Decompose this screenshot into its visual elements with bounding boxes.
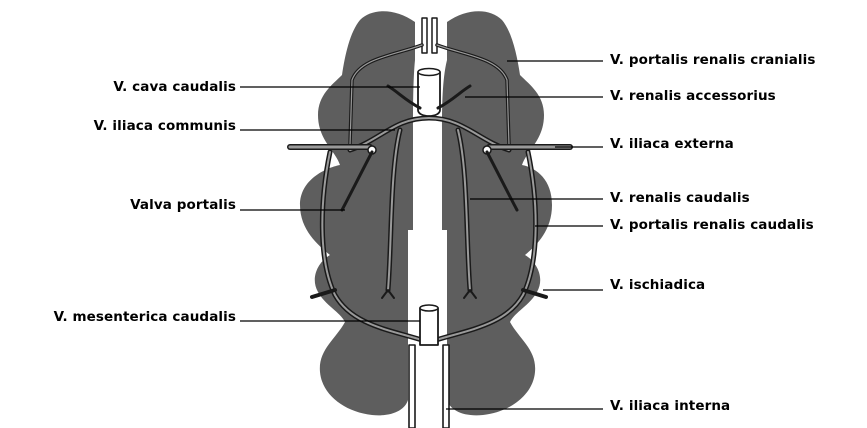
- label-mesenterica-caudalis: V. mesenterica caudalis: [0, 309, 236, 325]
- label-ischiadica: V. ischiadica: [610, 277, 705, 293]
- label-renalis-caudalis: V. renalis caudalis: [610, 190, 750, 206]
- label-portalis-renalis-cranialis: V. portalis renalis cranialis: [610, 52, 816, 68]
- label-portalis-renalis-caudalis: V. portalis renalis caudalis: [610, 217, 814, 233]
- label-valva-portalis: Valva portalis: [0, 197, 236, 213]
- label-renalis-accessorius: V. renalis accessorius: [610, 88, 776, 104]
- label-iliaca-communis: V. iliaca communis: [0, 118, 236, 134]
- label-iliaca-interna: V. iliaca interna: [610, 398, 730, 414]
- label-iliaca-externa: V. iliaca externa: [610, 136, 734, 152]
- label-cava-caudalis: V. cava caudalis: [0, 79, 236, 95]
